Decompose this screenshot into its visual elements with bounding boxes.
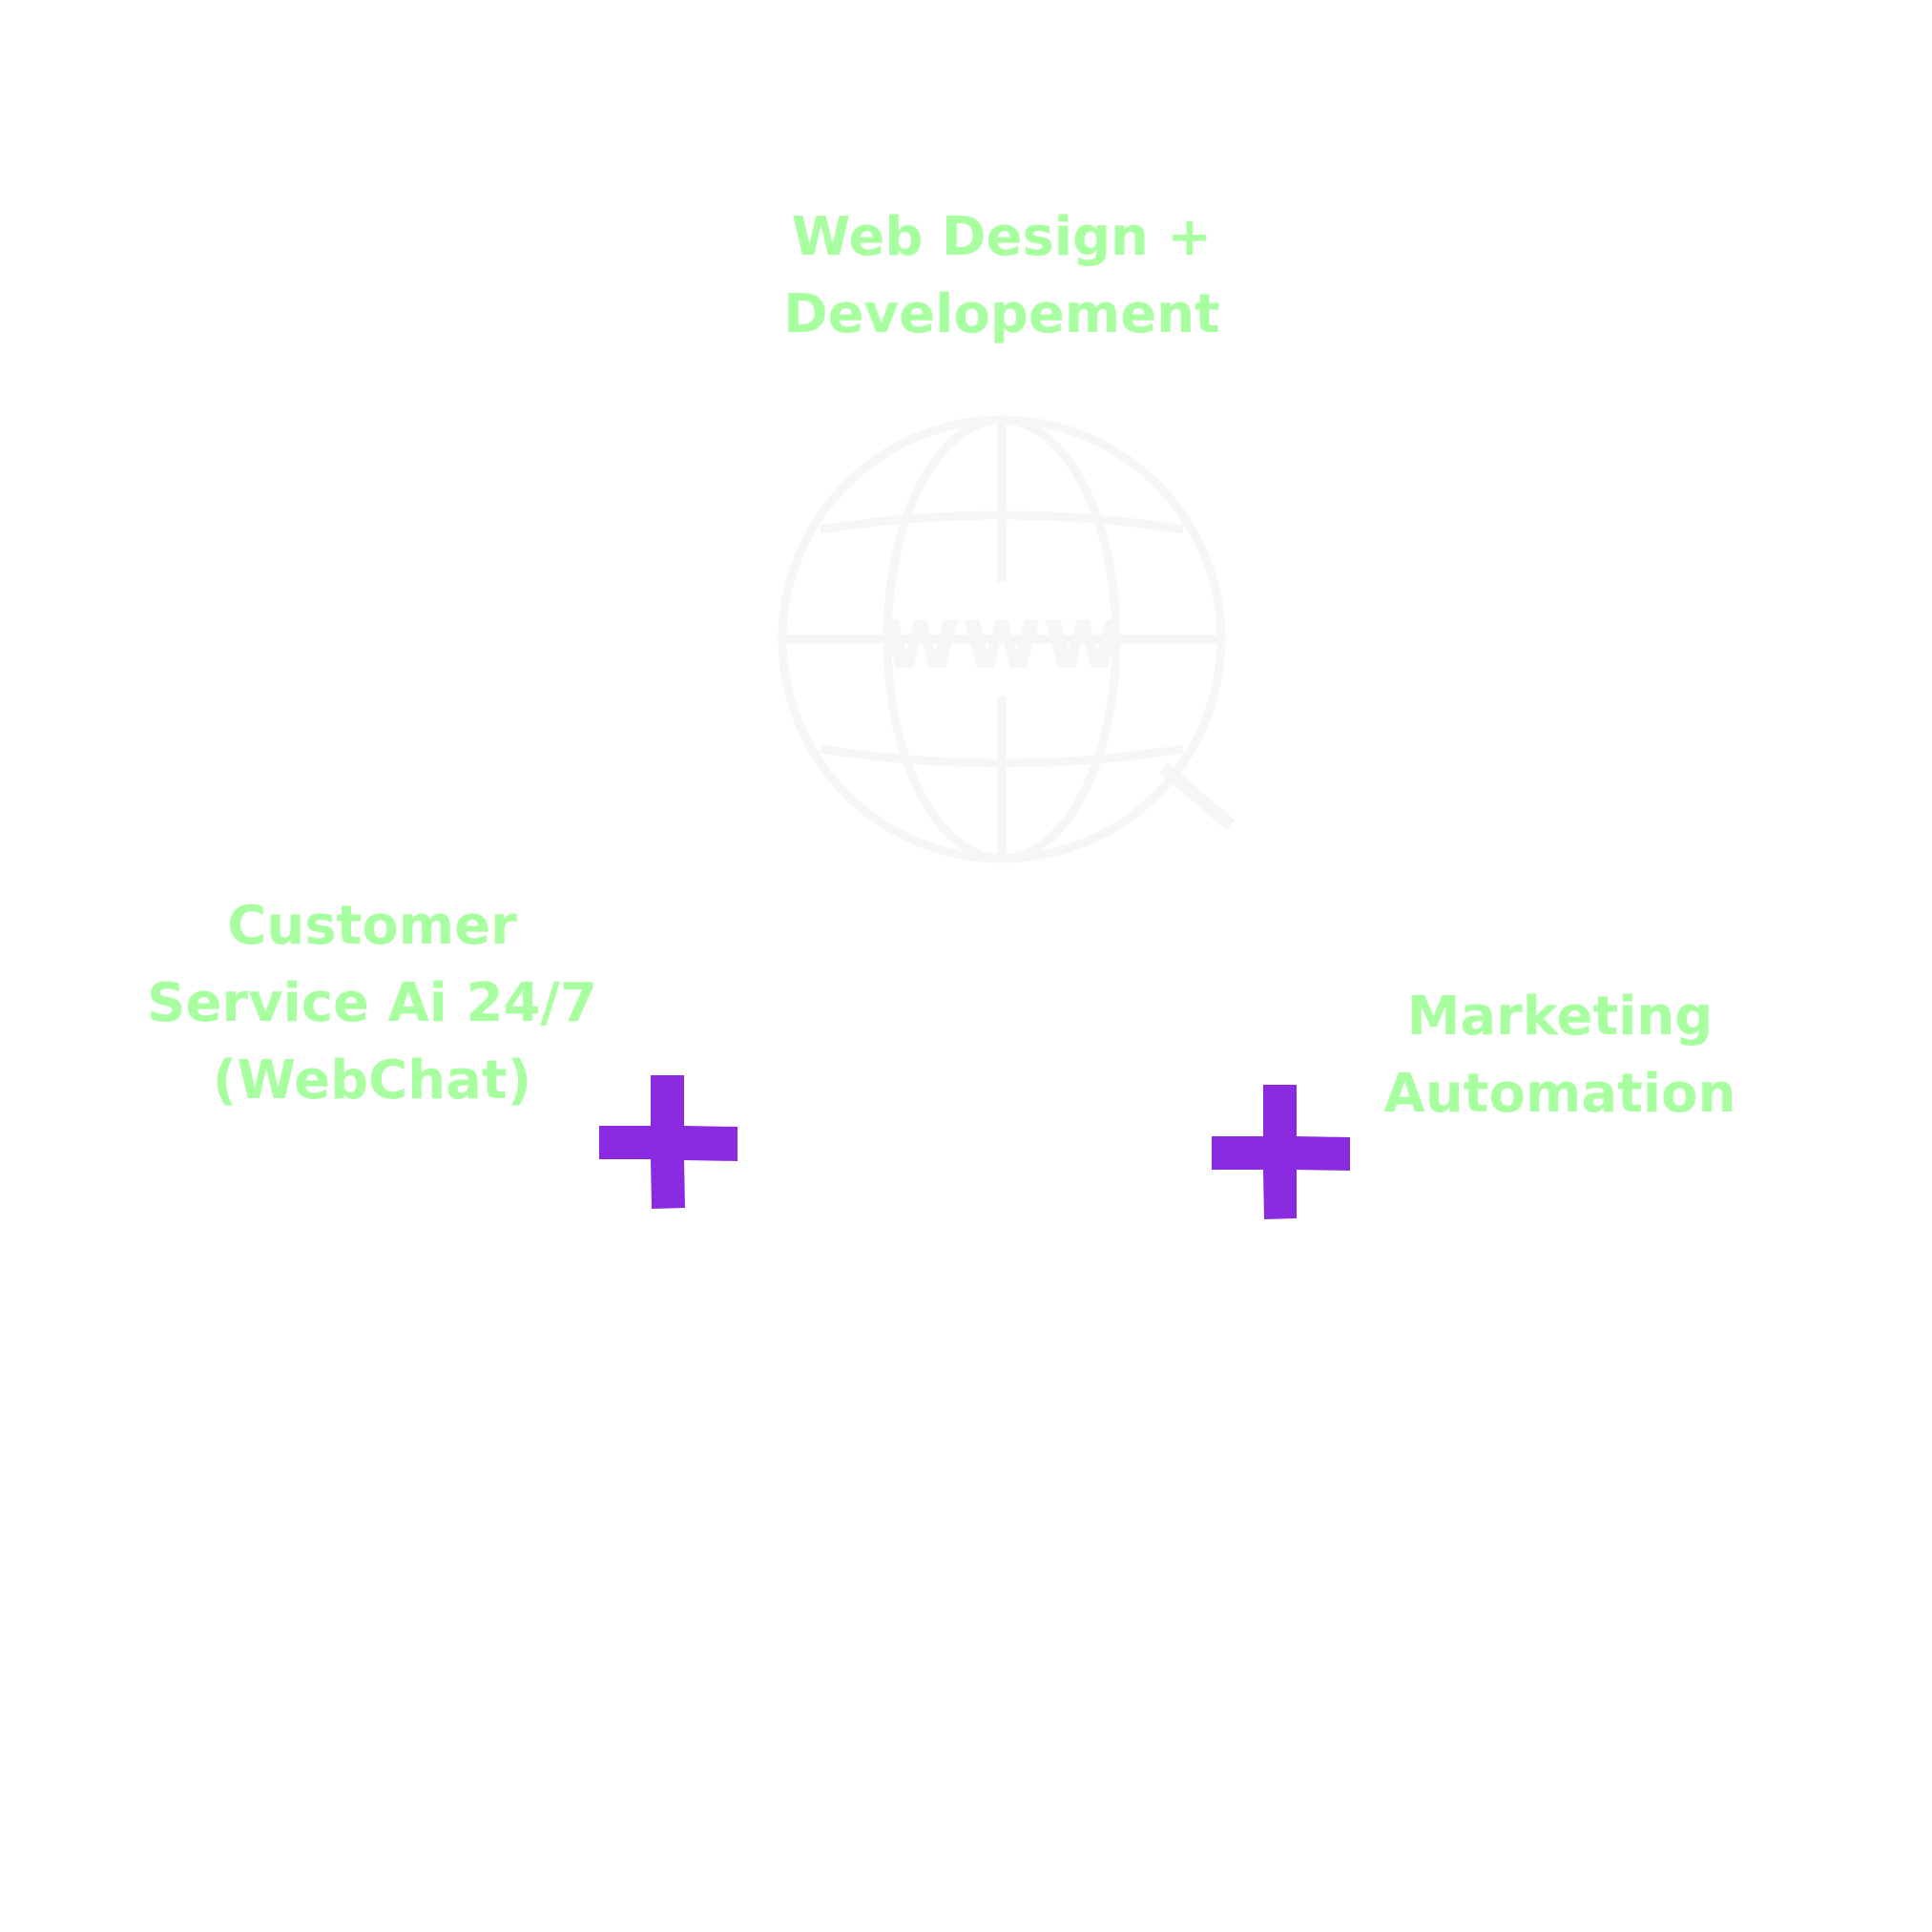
marketing-automation-label: Marketing Automation bbox=[1336, 978, 1784, 1132]
web-design-line-1: Web Design + bbox=[791, 206, 1213, 268]
plus-icon-right bbox=[1212, 1085, 1350, 1219]
web-design-label: Web Design + Developement bbox=[725, 198, 1278, 353]
customer-service-line-3: (WebChat) bbox=[212, 1049, 532, 1111]
marketing-line-2: Automation bbox=[1383, 1063, 1736, 1125]
plus-icon-left bbox=[599, 1075, 737, 1209]
globe-www-text: www bbox=[881, 587, 1124, 689]
customer-service-line-1: Customer bbox=[227, 895, 517, 957]
web-design-line-2: Developement bbox=[783, 283, 1220, 345]
customer-service-label: Customer Service Ai 24/7 (WebChat) bbox=[124, 887, 620, 1119]
customer-service-line-2: Service Ai 24/7 bbox=[147, 972, 597, 1034]
marketing-line-1: Marketing bbox=[1406, 986, 1714, 1048]
globe-www-icon: www bbox=[778, 415, 1236, 863]
